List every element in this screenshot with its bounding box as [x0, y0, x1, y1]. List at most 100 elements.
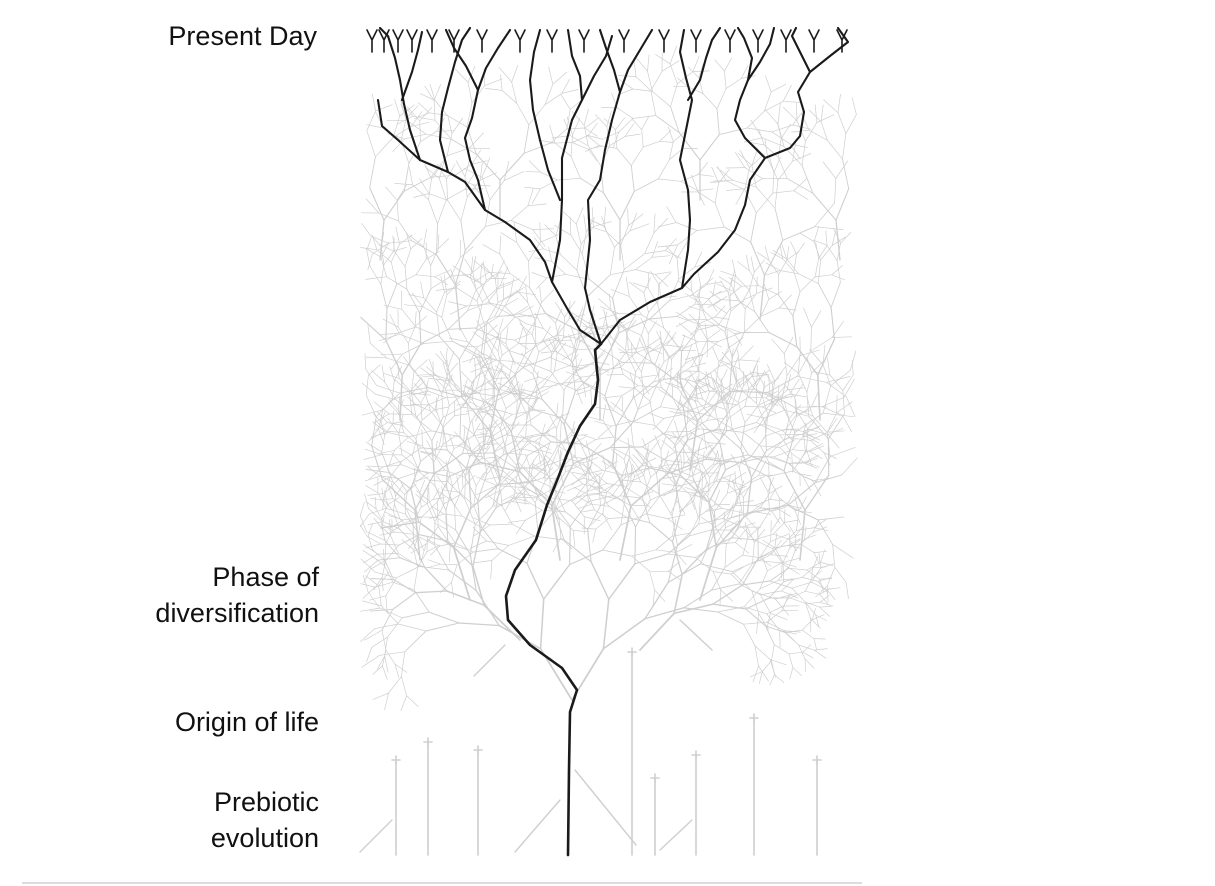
- faded-branch: [730, 566, 744, 575]
- faded-branch: [480, 409, 495, 419]
- faded-branch: [385, 507, 406, 515]
- faded-branch: [743, 623, 756, 647]
- faded-branch: [837, 112, 847, 134]
- faded-branch: [503, 290, 518, 300]
- faded-branch: [462, 452, 494, 454]
- faded-branch: [795, 525, 804, 537]
- faded-branch: [806, 391, 810, 417]
- faded-branch: [822, 344, 826, 365]
- faded-branch: [675, 222, 698, 231]
- faded-branch: [647, 344, 668, 353]
- faded-branch: [478, 351, 482, 370]
- faded-branch: [632, 453, 644, 466]
- faded-branch: [448, 569, 477, 591]
- faded-branch: [747, 527, 759, 539]
- faded-branch: [721, 352, 733, 364]
- faded-branch: [438, 444, 459, 447]
- faded-branch: [516, 454, 529, 477]
- faded-branch: [632, 381, 655, 399]
- faded-branch: [554, 487, 565, 510]
- surviving-branch: [583, 28, 654, 346]
- faded-branch: [400, 290, 403, 310]
- faded-branch: [459, 246, 474, 258]
- faded-branch: [385, 530, 393, 544]
- faded-branch: [545, 432, 561, 442]
- faded-branch: [641, 334, 653, 364]
- faded-branch: [427, 563, 441, 569]
- faded-branch: [498, 366, 525, 391]
- surviving-branch: [378, 26, 422, 162]
- faded-branch: [394, 183, 414, 186]
- faded-branch: [380, 521, 420, 529]
- faded-branch: [551, 462, 575, 507]
- faded-branch: [697, 307, 701, 331]
- faded-branch: [526, 320, 536, 335]
- faded-branch: [773, 644, 790, 655]
- faded-branch: [783, 361, 799, 374]
- faded-branch: [814, 474, 843, 484]
- faded-branch: [623, 459, 629, 478]
- surviving-branch: [444, 28, 480, 92]
- faded-branch: [445, 485, 453, 511]
- faded-branch: [512, 306, 528, 316]
- faded-branch: [420, 447, 448, 451]
- faded-branch: [401, 454, 422, 472]
- faded-branch: [605, 395, 622, 398]
- faded-branch: [724, 331, 733, 358]
- faded-branch: [606, 474, 624, 493]
- faded-branch: [433, 452, 464, 475]
- faded-branch: [735, 275, 750, 291]
- faded-branch: [697, 191, 716, 204]
- faded-branch: [549, 142, 573, 144]
- faded-branch: [385, 544, 400, 561]
- faded-branch: [645, 459, 651, 478]
- faded-branch: [583, 516, 601, 522]
- faded-branch: [545, 418, 557, 434]
- faded-branch: [539, 598, 545, 650]
- faded-branch: [801, 434, 820, 444]
- faded-branch: [434, 485, 447, 511]
- faded-branch: [813, 239, 828, 246]
- faded-branch: [784, 409, 810, 417]
- faded-branch: [575, 207, 584, 225]
- faded-branch: [498, 624, 542, 650]
- faded-branch: [384, 560, 394, 580]
- faded-branch: [576, 337, 591, 348]
- faded-branch: [731, 363, 737, 382]
- faded-branch: [425, 622, 460, 632]
- faded-branch: [428, 193, 449, 201]
- faded-branch: [576, 386, 590, 391]
- faded-branch: [535, 375, 549, 387]
- faded-branch: [830, 370, 851, 387]
- faded-branch: [468, 132, 484, 149]
- faded-branch: [817, 282, 832, 308]
- faded-branch: [586, 487, 604, 492]
- faded-branch: [808, 415, 829, 440]
- faded-branch: [619, 352, 636, 368]
- faded-branch: [690, 294, 709, 300]
- faded-branch: [835, 188, 850, 221]
- faded-branch: [805, 122, 818, 142]
- faded-branch: [771, 548, 783, 563]
- faded-branch: [790, 241, 797, 255]
- faded-branch: [635, 499, 651, 528]
- faded-branch: [782, 562, 785, 582]
- faded-branch: [671, 489, 694, 494]
- faded-branch: [669, 148, 684, 161]
- faded-branch: [503, 171, 524, 181]
- faded-branch: [682, 381, 700, 408]
- faded-branch: [485, 489, 503, 499]
- faded-branch: [497, 351, 503, 373]
- faded-branch: [433, 522, 447, 530]
- faded-branch: [713, 465, 722, 483]
- faded-branch: [571, 312, 590, 325]
- faded-branch: [786, 178, 814, 194]
- faded-branch: [438, 427, 444, 447]
- present-day-tip: [546, 29, 558, 53]
- faded-branch: [634, 388, 651, 402]
- faded-branch: [379, 531, 396, 536]
- faded-branch: [419, 178, 430, 194]
- faded-branch: [499, 416, 508, 435]
- faded-branch: [376, 249, 392, 263]
- faded-branch: [382, 460, 403, 468]
